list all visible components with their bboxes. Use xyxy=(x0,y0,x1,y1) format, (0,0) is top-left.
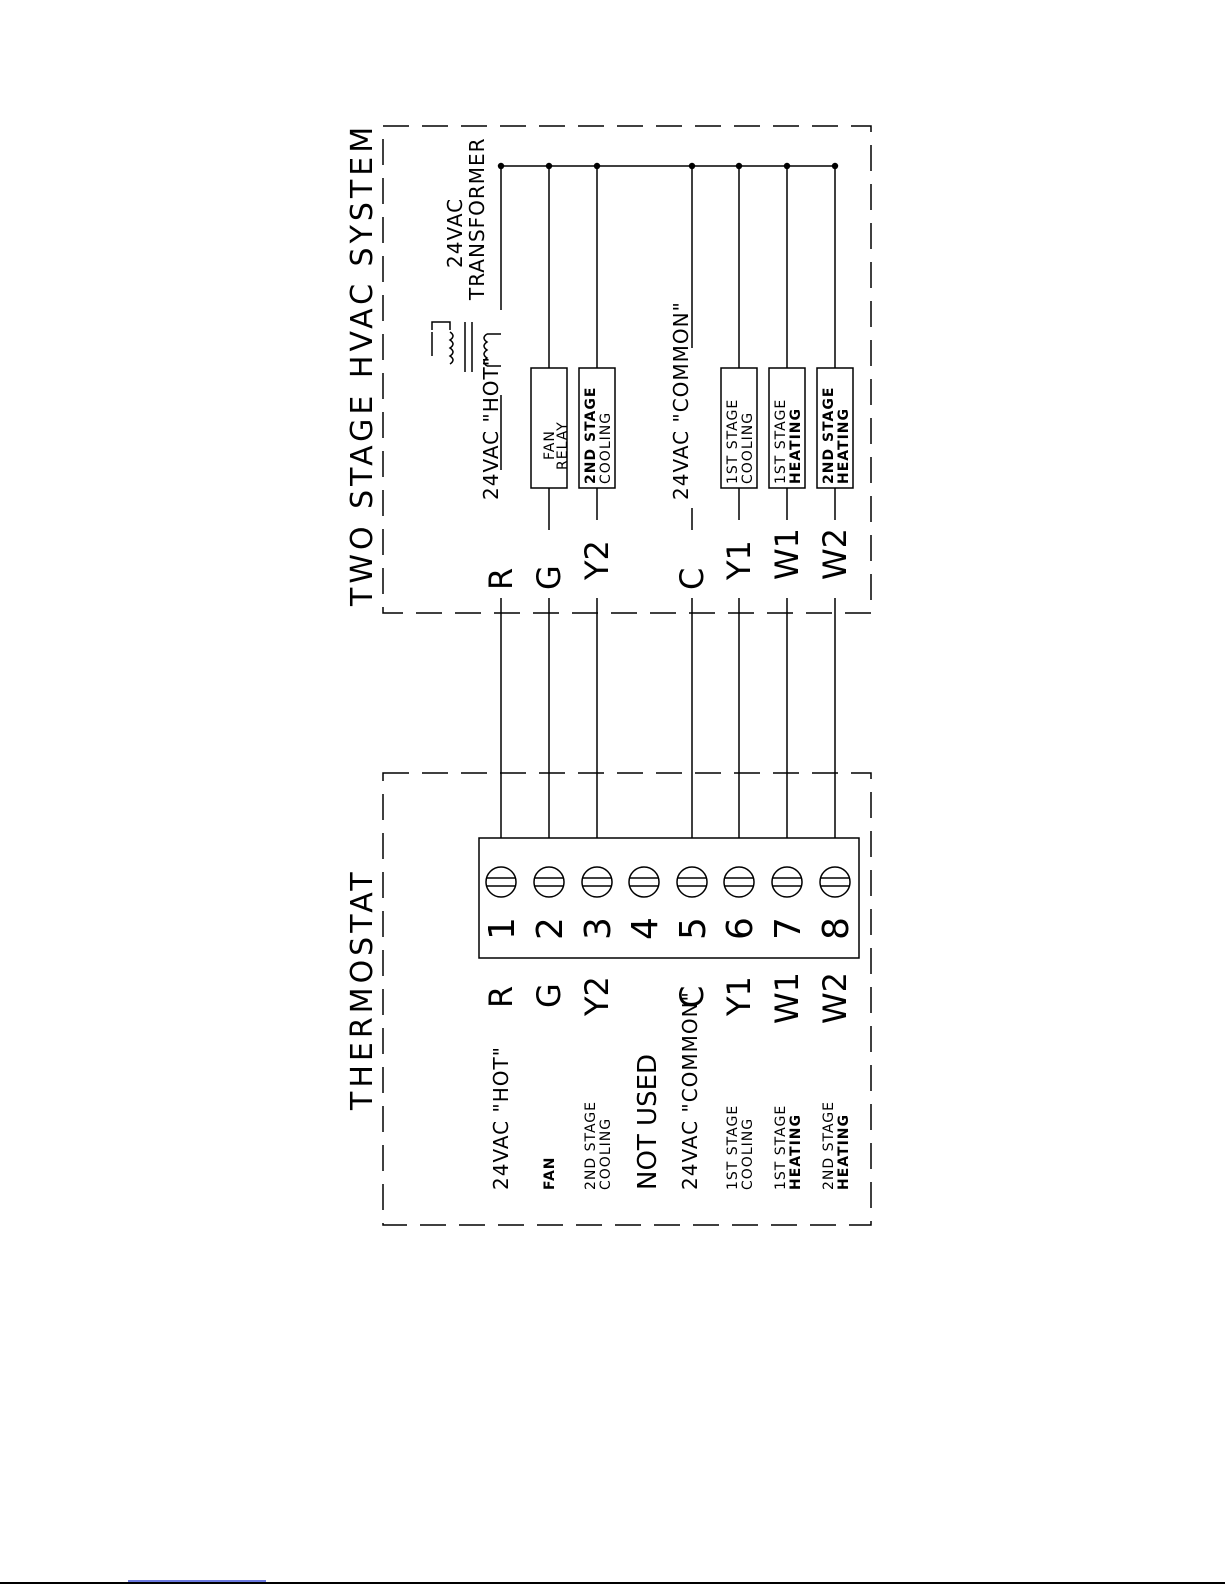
fan-relay-line2: RELAY xyxy=(555,421,571,470)
hvac-terminal-c: C xyxy=(673,568,711,590)
hvac-hot-label: 24VAC "HOT" xyxy=(479,356,503,500)
function-label-3-line2: COOLING xyxy=(598,1118,614,1190)
terminal-number-6: 6 xyxy=(720,917,761,940)
hvac-common-label: 24VAC "COMMON" xyxy=(669,301,693,500)
stage1-heating-line2: HEATING xyxy=(788,408,804,484)
stage2-heating-line2: HEATING xyxy=(836,408,852,484)
function-label-6-line2: COOLING xyxy=(740,1118,756,1190)
terminal-number-4: 4 xyxy=(625,917,666,940)
stage1-heating-box xyxy=(768,367,806,489)
hvac-terminal-g: G xyxy=(530,565,568,590)
stage1-cooling-line2: COOLING xyxy=(740,412,756,484)
terminal-number-3: 3 xyxy=(578,917,619,940)
screw-icon xyxy=(485,866,517,898)
function-label-8-line2: HEATING xyxy=(836,1114,852,1190)
function-label-7-line1: 1ST STAGE xyxy=(773,1105,789,1190)
thermostat-letter-w2: W2 xyxy=(816,972,854,1024)
screw-icon xyxy=(533,866,565,898)
transformer-label: TRANSFORMER xyxy=(465,137,489,301)
function-label-8-line1: 2ND STAGE xyxy=(821,1101,837,1190)
function-label-6-line1: 1ST STAGE xyxy=(725,1105,741,1190)
function-label-3-line1: 2ND STAGE xyxy=(583,1101,599,1190)
thermostat-letter-y1: Y1 xyxy=(720,976,758,1017)
terminal-screws xyxy=(485,866,851,898)
hvac-terminal-w1: W1 xyxy=(768,528,806,580)
stage2-cooling-line2: COOLING xyxy=(598,412,614,484)
hvac-terminal-y2: Y2 xyxy=(578,540,616,581)
fan-relay-line1: FAN xyxy=(542,430,558,460)
screw-icon xyxy=(723,866,755,898)
function-label-1: 24VAC "HOT" xyxy=(489,1046,513,1190)
screw-icon xyxy=(676,866,708,898)
fan-relay-box xyxy=(530,367,568,489)
thermostat-boundary xyxy=(382,772,872,1226)
terminal-number-1: 1 xyxy=(482,917,523,940)
function-label-2: FAN xyxy=(542,1156,558,1190)
screw-icon xyxy=(819,866,851,898)
hvac-terminal-w2: W2 xyxy=(816,528,854,580)
thermostat-letter-g: G xyxy=(530,983,568,1008)
thermostat-letter-c: C xyxy=(673,986,711,1008)
function-label-5: 24VAC "COMMON" xyxy=(678,991,702,1190)
thermostat-letter-r: R xyxy=(482,986,520,1008)
transformer-voltage-label: 24VAC xyxy=(443,198,467,268)
terminal-block xyxy=(478,837,860,959)
hvac-system-boundary xyxy=(382,125,872,614)
terminal-number-8: 8 xyxy=(816,917,857,940)
screw-icon xyxy=(771,866,803,898)
stage1-cooling-line1: 1ST STAGE xyxy=(725,399,741,484)
stage1-heating-line1: 1ST STAGE xyxy=(773,399,789,484)
terminal-number-5: 5 xyxy=(673,917,714,940)
function-label-7-line2: HEATING xyxy=(788,1114,804,1190)
terminal-number-7: 7 xyxy=(768,917,809,940)
screw-icon xyxy=(628,866,660,898)
thermostat-letter-w1: W1 xyxy=(768,972,806,1024)
interconnect-wires xyxy=(500,598,836,838)
function-label-4: NOT USED xyxy=(633,1054,663,1190)
hvac-terminal-y1: Y1 xyxy=(720,540,758,581)
transformer-icon xyxy=(431,321,501,372)
stage2-cooling-line1: 2ND STAGE xyxy=(583,387,599,484)
stage2-heating-line1: 2ND STAGE xyxy=(821,387,837,484)
screw-icon xyxy=(581,866,613,898)
terminal-number-2: 2 xyxy=(530,917,571,940)
hvac-terminal-r: R xyxy=(482,568,520,590)
hvac-title: TWO STAGE HVAC SYSTEM xyxy=(345,123,380,607)
thermostat-letter-y2: Y2 xyxy=(578,976,616,1017)
thermostat-title: THERMOSTAT xyxy=(345,868,380,1111)
